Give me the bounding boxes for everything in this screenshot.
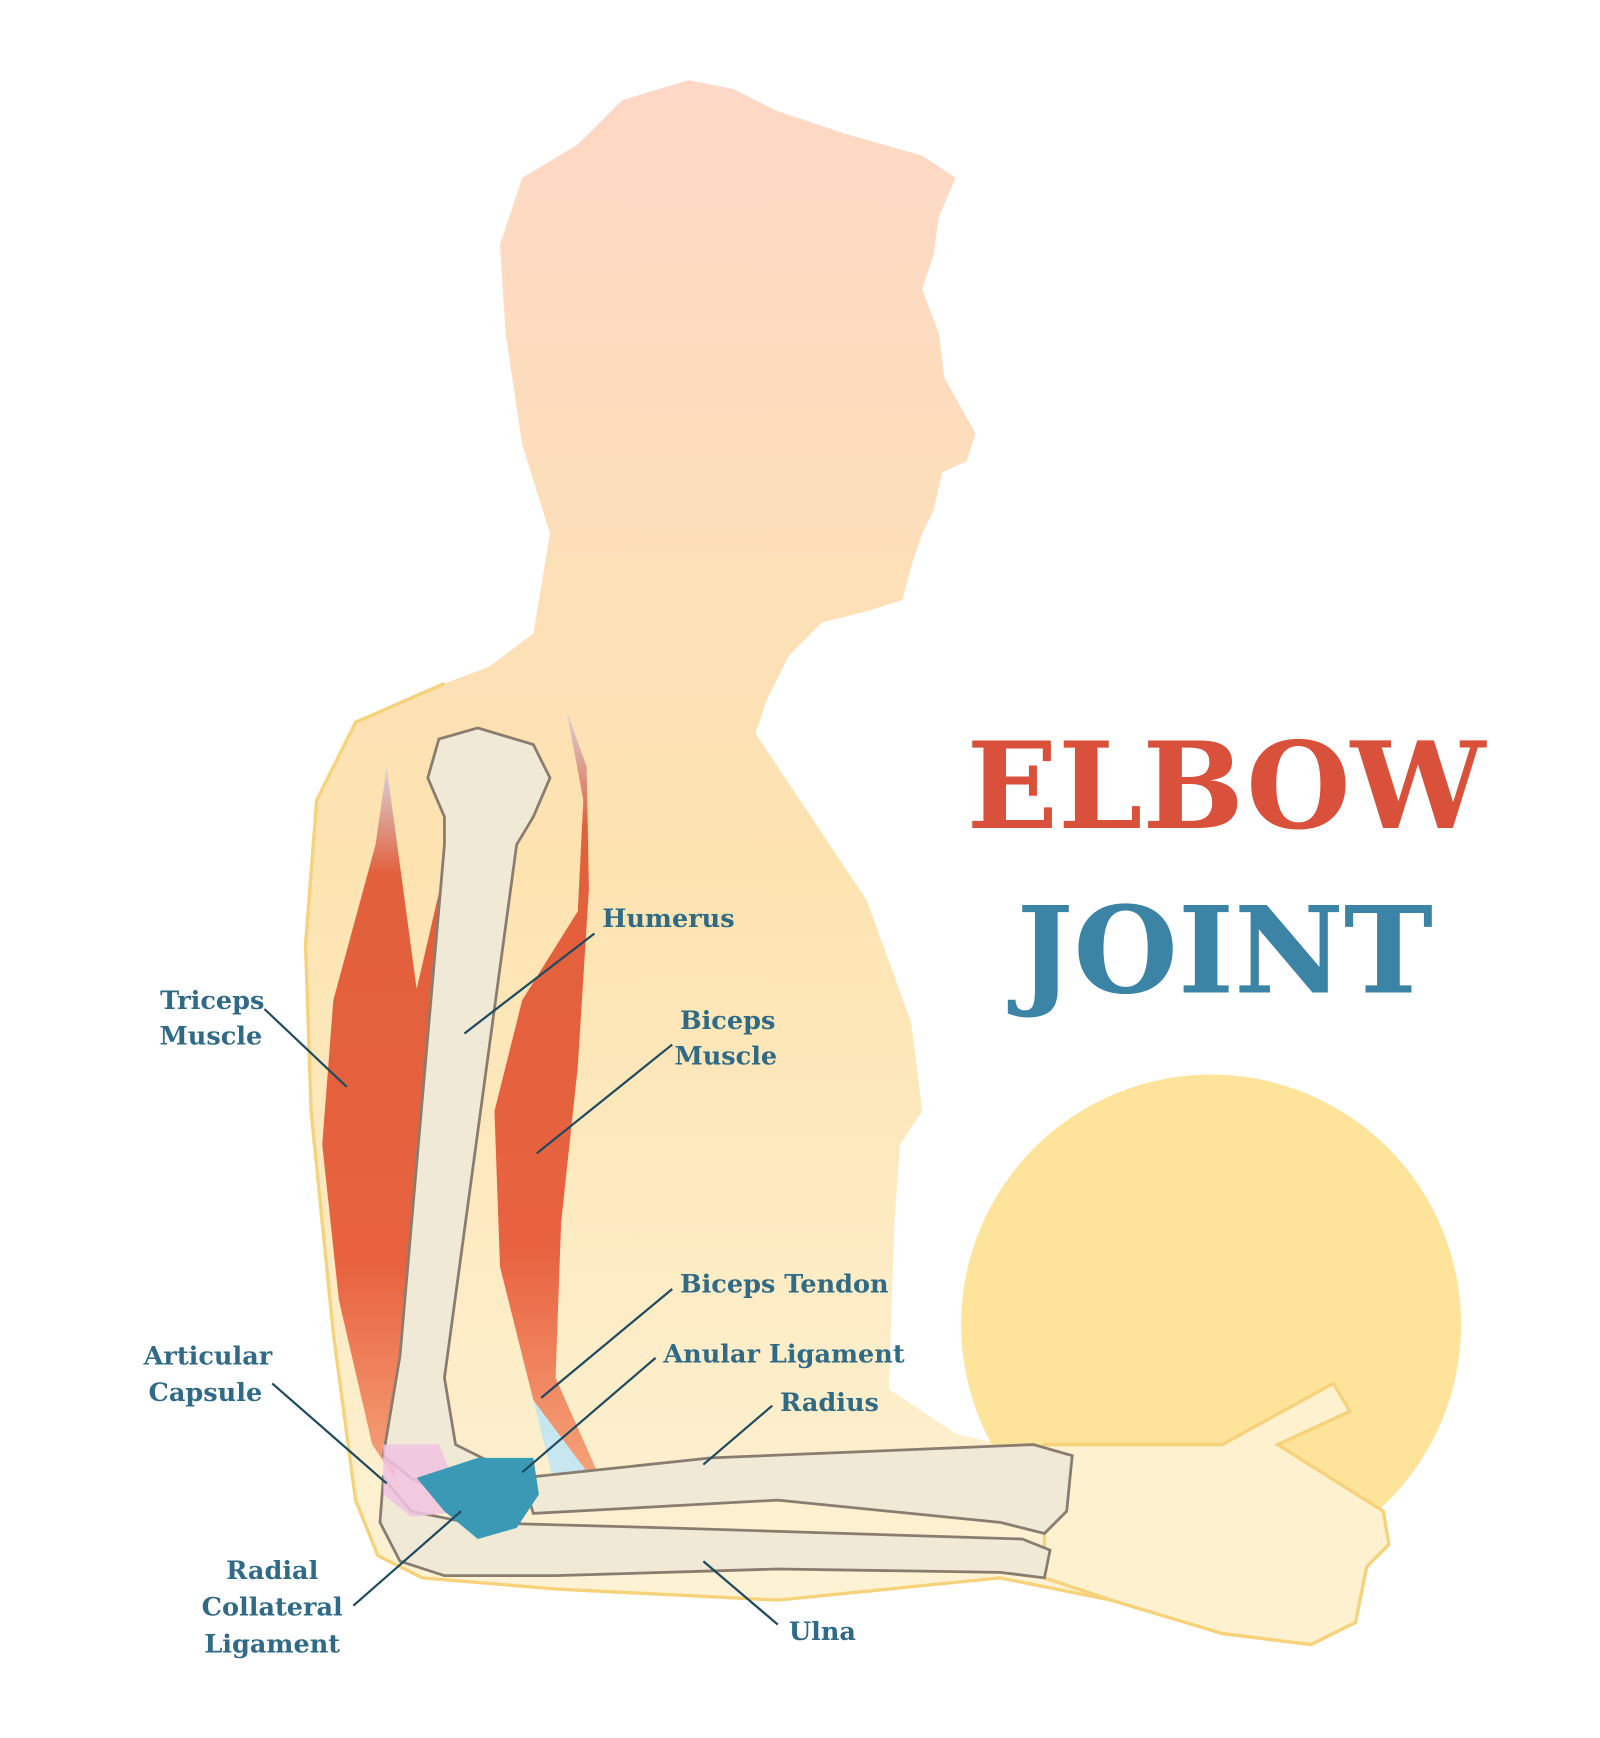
- title-joint: JOINT: [1008, 880, 1433, 1021]
- arm-outline: [303, 681, 1312, 1647]
- label-biceps-1: Biceps: [680, 1006, 775, 1036]
- biceps-muscle: [494, 711, 600, 1478]
- body-silhouette: [305, 80, 1389, 1645]
- triceps-muscle: [322, 766, 450, 1478]
- title-elbow: ELBOW: [967, 716, 1488, 857]
- label-radial-2: Collateral: [202, 1593, 343, 1623]
- label-ulna: Ulna: [789, 1617, 856, 1647]
- anular-ligament: [416, 1457, 539, 1539]
- label-triceps-2: Muscle: [159, 1022, 262, 1052]
- radius-bone: [520, 1443, 1074, 1535]
- label-biceps-tendon: Biceps Tendon: [680, 1269, 889, 1299]
- humerus-bone: [381, 726, 552, 1502]
- biceps-tendon: [533, 1400, 595, 1489]
- label-humerus: Humerus: [602, 904, 734, 934]
- label-radial-1: Radial: [226, 1556, 318, 1586]
- hand: [1042, 1381, 1391, 1647]
- label-biceps-2: Muscle: [674, 1042, 777, 1072]
- label-anular-ligament: Anular Ligament: [662, 1339, 905, 1369]
- label-radius: Radius: [780, 1388, 879, 1418]
- label-triceps-1: Triceps: [160, 986, 264, 1016]
- label-articular-1: Articular: [143, 1342, 273, 1372]
- leader-lines: [263, 932, 779, 1626]
- label-articular-2: Capsule: [149, 1378, 263, 1408]
- label-radial-3: Ligament: [204, 1629, 340, 1659]
